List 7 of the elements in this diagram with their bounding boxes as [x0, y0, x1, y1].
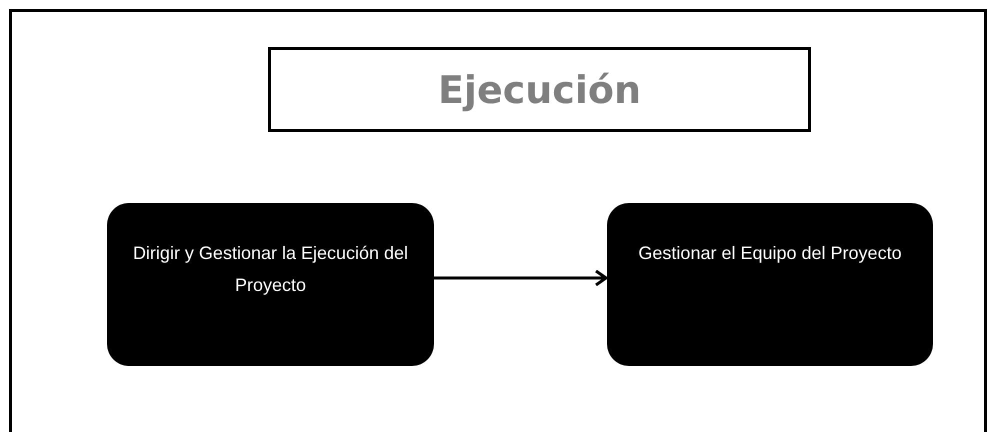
title-box	[268, 47, 811, 132]
process-label: Dirigir y Gestionar la Ejecución del Proyecto	[132, 242, 410, 297]
process-label: Gestionar el Equipo del Proyecto	[638, 242, 902, 265]
process-box	[607, 203, 933, 366]
process-box	[107, 203, 434, 366]
title-text: Ejecución	[438, 68, 642, 112]
arrow	[434, 269, 608, 286]
